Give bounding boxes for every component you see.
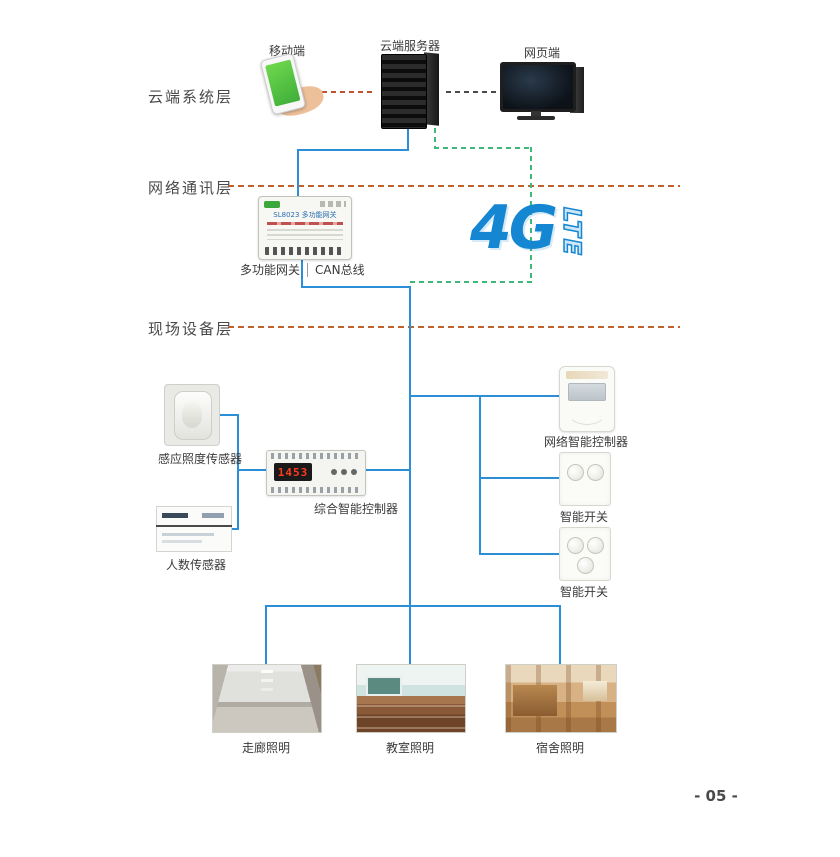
green-connector-server-down <box>434 128 436 149</box>
lte-4g-graphic: 4G LTE <box>470 198 597 258</box>
web-label: 网页端 <box>523 46 560 60</box>
server-front-panel <box>381 54 427 129</box>
green-connector-top-h <box>434 147 532 149</box>
monitor-base <box>517 116 555 120</box>
controller-device-image: 1453 <box>266 450 366 496</box>
green-connector-4g-vertical <box>530 147 532 283</box>
controller-button-3 <box>351 469 357 475</box>
corridor-photo <box>212 664 322 733</box>
smart-switch-2-label: 智能开关 <box>559 585 608 599</box>
layer-label-cloud: 云端系统层 <box>148 88 234 106</box>
controller-button-1 <box>331 469 337 475</box>
gateway-device-title: SL8023 多功能网关 <box>273 211 337 219</box>
lux-sensor-image <box>164 384 220 446</box>
controller-display-value: 1453 <box>277 465 309 479</box>
connector-switch1 <box>479 477 561 479</box>
mobile-phone-image <box>250 52 327 120</box>
connector-server-down <box>407 125 409 151</box>
smart-switch-2-image <box>559 527 611 581</box>
network-layer-divider-line <box>228 185 680 187</box>
controller-terminals-bottom <box>271 487 361 493</box>
monitor-screen <box>500 62 576 112</box>
bottom-distribution-h <box>265 605 561 607</box>
lux-sensor-label: 感应照度传感器 <box>157 452 242 466</box>
text-lte: LTE <box>557 206 587 258</box>
gateway-terminal-strip <box>265 247 345 255</box>
connector-server-web <box>446 91 504 93</box>
monitor-neck <box>531 111 541 116</box>
dorm-label: 宿舍照明 <box>535 741 584 755</box>
connector-net-controller <box>409 395 561 397</box>
gateway-label-row: 多功能网关 CAN总线 <box>240 261 365 278</box>
phone-screen <box>265 59 301 107</box>
smart-switch-1-image <box>559 452 611 506</box>
main-bus-vertical <box>409 286 411 606</box>
canbus-label: CAN总线 <box>315 263 365 277</box>
right-branch-vertical <box>479 395 481 555</box>
gateway-logo-icon <box>264 201 280 208</box>
field-layer-divider-line <box>228 326 680 328</box>
connector-gateway-up <box>297 149 299 197</box>
smart-switch-1-label: 智能开关 <box>559 510 608 524</box>
mobile-label: 移动端 <box>268 44 305 58</box>
connector-switch2 <box>479 553 561 555</box>
controller-button-2 <box>341 469 347 475</box>
network-controller-sticker <box>566 371 608 379</box>
gateway-header-bars <box>320 201 346 207</box>
drop-corridor <box>265 605 267 665</box>
connector-people-sensor <box>232 528 239 530</box>
connector-server-gateway-h <box>297 149 409 151</box>
cloud-server-image <box>376 52 446 129</box>
people-sensor-text-bar1 <box>162 513 188 518</box>
switch2-button-3 <box>577 557 594 574</box>
text-4g: 4G <box>470 193 558 263</box>
switch2-button-1 <box>567 537 584 554</box>
network-controller-image <box>559 366 615 432</box>
green-connector-bottom-h <box>410 281 532 283</box>
switch1-button-2 <box>587 464 604 481</box>
people-sensor-text-line2 <box>162 540 202 543</box>
controller-display: 1453 <box>274 463 312 481</box>
network-controller-arc <box>567 397 607 425</box>
page-number: - 05 - <box>694 787 738 805</box>
people-sensor-divider <box>156 525 232 527</box>
gateway-red-text-line <box>267 222 343 225</box>
connector-gateway-down <box>301 258 303 288</box>
controller-label: 综合智能控制器 <box>313 502 398 516</box>
server-label: 云端服务器 <box>379 39 440 53</box>
network-controller-label: 网络智能控制器 <box>543 435 628 449</box>
connector-phone-server <box>322 91 376 93</box>
connector-lux-sensor <box>220 414 238 416</box>
people-sensor-text-line1 <box>162 533 214 536</box>
switch1-button-1 <box>567 464 584 481</box>
drop-classroom <box>409 605 411 665</box>
lux-sensor-dome <box>182 401 202 428</box>
layer-label-network: 网络通讯层 <box>148 179 234 197</box>
phone-icon <box>259 52 307 116</box>
label-divider <box>307 262 309 277</box>
controller-terminals-top <box>271 453 361 459</box>
gateway-device-image: SL8023 多功能网关 <box>258 196 352 260</box>
layer-label-field: 现场设备层 <box>148 320 234 338</box>
people-sensor-text-bar2 <box>202 513 224 518</box>
gateway-text-lines <box>267 229 343 240</box>
people-sensor-label: 人数传感器 <box>165 558 226 572</box>
classroom-label: 教室照明 <box>385 741 434 755</box>
corridor-label: 走廊照明 <box>241 741 290 755</box>
people-sensor-image <box>156 506 232 552</box>
web-monitor-image <box>500 62 584 120</box>
dorm-photo <box>505 664 617 733</box>
gateway-label: 多功能网关 <box>240 263 301 277</box>
classroom-photo <box>356 664 466 733</box>
connector-controller-bus <box>364 469 410 471</box>
left-branch-vertical <box>237 414 239 530</box>
drop-dorm <box>559 605 561 665</box>
connector-gateway-bus-h <box>301 286 411 288</box>
switch2-button-2 <box>587 537 604 554</box>
connector-controller-left <box>238 469 266 471</box>
